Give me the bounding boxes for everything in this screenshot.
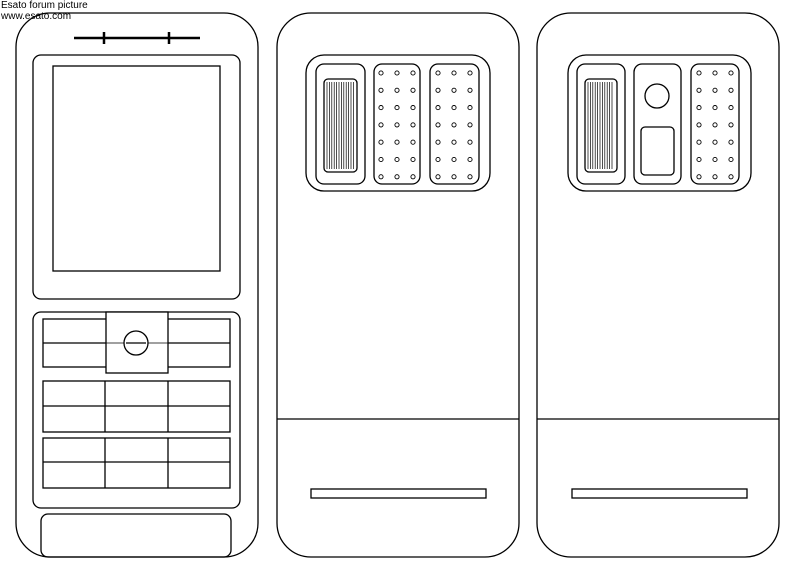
- camera-flash: [640, 126, 675, 176]
- speaker-hole: [394, 105, 400, 111]
- speaker-hole: [712, 105, 718, 111]
- speaker-hole: [378, 156, 384, 163]
- speaker-hole: [451, 156, 457, 163]
- back-view-closed: [276, 12, 520, 558]
- back-body-outline-1: [276, 12, 520, 558]
- speaker-hole: [410, 122, 416, 128]
- speaker-hole: [712, 174, 718, 180]
- speaker-hole: [410, 174, 416, 180]
- number-keys-upper: [42, 380, 231, 433]
- speaker-hole: [728, 105, 734, 111]
- nav-center-key: [123, 330, 149, 356]
- speaker-grille-left: [373, 63, 421, 185]
- speaker-hole: [435, 87, 441, 93]
- speaker-hole: [728, 87, 734, 93]
- bottom-slot-1: [310, 488, 487, 499]
- speaker-grille-right: [429, 63, 480, 185]
- lens-cover-frame: [315, 63, 366, 185]
- watermark-title: Esato forum picture: [1, 0, 88, 11]
- speaker-hole: [451, 70, 457, 76]
- camera-lens: [644, 83, 670, 109]
- speaker-hole: [435, 122, 441, 128]
- speaker-hole: [394, 156, 400, 163]
- speaker-hole: [712, 70, 718, 76]
- bottom-slot-2: [571, 488, 748, 499]
- speaker-hole: [712, 156, 718, 163]
- number-keys-lower: [42, 437, 231, 489]
- speaker-hole: [467, 139, 473, 145]
- speaker-hole: [696, 70, 702, 76]
- earpiece: [74, 32, 200, 44]
- lens-cover-open-stripes: [587, 82, 613, 169]
- speaker-hole: [435, 105, 441, 111]
- speaker-hole: [696, 122, 702, 128]
- speaker-hole: [728, 122, 734, 128]
- speaker-hole: [712, 139, 718, 145]
- speaker-hole: [451, 105, 457, 111]
- speaker-hole: [378, 70, 384, 76]
- lens-cover-open-frame: [576, 63, 626, 185]
- speaker-hole: [394, 70, 400, 76]
- back-body-outline-2: [536, 12, 780, 558]
- speaker-hole: [712, 122, 718, 128]
- speaker-hole: [378, 139, 384, 145]
- screen-display: [52, 65, 221, 272]
- camera-panel-1: [305, 54, 491, 192]
- speaker-hole: [451, 174, 457, 180]
- speaker-hole: [712, 87, 718, 93]
- speaker-hole: [696, 156, 702, 163]
- front-body-outline: [15, 12, 259, 558]
- back-view-open: [536, 12, 780, 558]
- speaker-dots-right: [435, 70, 473, 180]
- speaker-hole: [435, 174, 441, 180]
- speaker-hole: [467, 70, 473, 76]
- lens-cover-stripes: [326, 82, 354, 169]
- speaker-hole: [696, 174, 702, 180]
- speaker-hole: [435, 139, 441, 145]
- screen-bezel: [32, 54, 241, 300]
- speaker-hole: [410, 70, 416, 76]
- speaker-hole: [394, 122, 400, 128]
- speaker-hole: [728, 174, 734, 180]
- speaker-hole: [467, 156, 473, 163]
- speaker-hole: [394, 139, 400, 145]
- camera-module: [633, 63, 682, 185]
- camera-panel-2: [567, 54, 752, 192]
- speaker-hole: [728, 70, 734, 76]
- speaker-hole: [696, 87, 702, 93]
- speaker-hole: [451, 87, 457, 93]
- speaker-hole: [728, 156, 734, 163]
- speaker-hole: [467, 174, 473, 180]
- speaker-hole: [378, 87, 384, 93]
- speaker-hole: [467, 87, 473, 93]
- speaker-hole: [394, 174, 400, 180]
- speaker-grille-open: [690, 63, 740, 185]
- speaker-dots-open: [696, 70, 734, 180]
- bottom-grille: [40, 513, 232, 558]
- speaker-hole: [696, 139, 702, 145]
- front-view: [15, 12, 259, 558]
- lens-cover-slider: [323, 78, 358, 173]
- speaker-hole: [410, 87, 416, 93]
- speaker-hole: [410, 105, 416, 111]
- speaker-hole: [410, 156, 416, 163]
- speaker-hole: [394, 87, 400, 93]
- speaker-hole: [378, 122, 384, 128]
- speaker-hole: [728, 139, 734, 145]
- speaker-hole: [451, 122, 457, 128]
- speaker-hole: [435, 70, 441, 76]
- lens-cover-open-slider: [584, 78, 618, 173]
- speaker-hole: [451, 139, 457, 145]
- speaker-hole: [378, 105, 384, 111]
- speaker-hole: [467, 122, 473, 128]
- speaker-dots-left: [378, 70, 416, 180]
- speaker-hole: [435, 156, 441, 163]
- speaker-hole: [410, 139, 416, 145]
- speaker-hole: [467, 105, 473, 111]
- speaker-hole: [378, 174, 384, 180]
- speaker-hole: [696, 105, 702, 111]
